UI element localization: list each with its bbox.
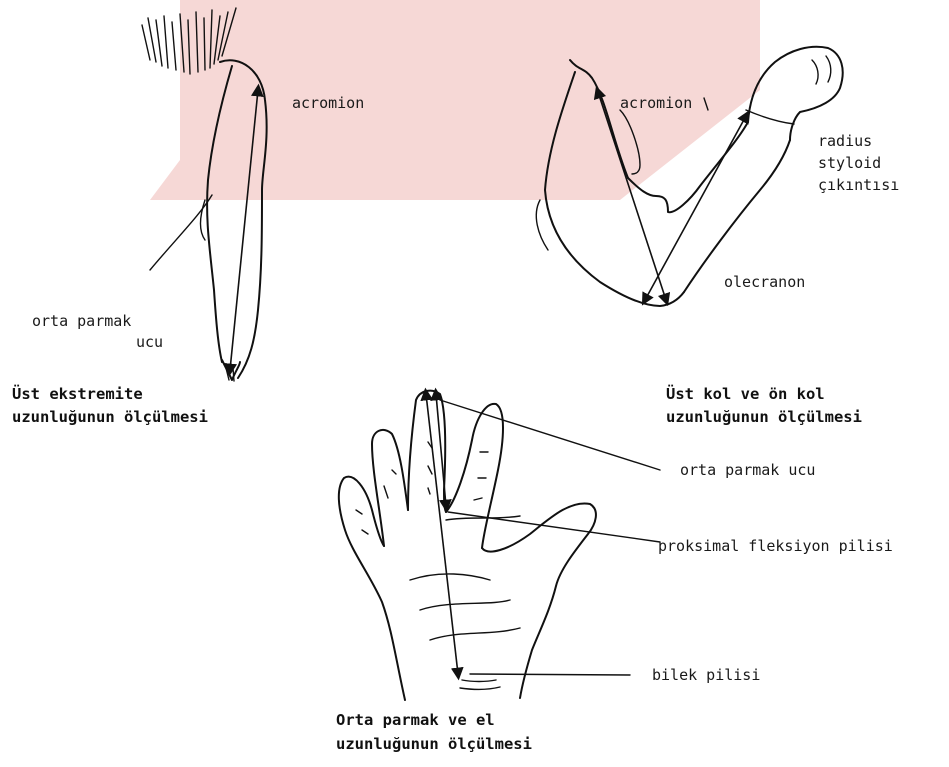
arm-forearm-caption-line2: uzunluğunun ölçülmesi bbox=[666, 408, 862, 426]
upper-extremity-fingertip-label-line2: ucu bbox=[136, 333, 163, 351]
arm-forearm-radius-label-line2: styloid bbox=[818, 154, 881, 172]
upper-extremity-fingertip-label-line1: orta parmak bbox=[32, 312, 131, 330]
upper-extremity-acromion-label: acromion bbox=[292, 94, 364, 112]
arm-forearm-olecranon-label: olecranon bbox=[724, 273, 805, 291]
arm-forearm-acromion-label: acromion bbox=[620, 94, 692, 112]
hand-caption-line2: uzunluğunun ölçülmesi bbox=[336, 735, 532, 753]
hand-drawing bbox=[339, 391, 660, 700]
hand-wrist-crease-label: bilek pilisi bbox=[652, 666, 760, 684]
arm-forearm-caption-line1: Üst kol ve ön kol bbox=[666, 384, 825, 403]
arm-forearm-radius-label-line1: radius bbox=[818, 132, 872, 150]
upper-extremity-caption-line2: uzunluğunun ölçülmesi bbox=[12, 408, 208, 426]
hand-caption-line1: Orta parmak ve el bbox=[336, 711, 495, 729]
upper-extremity-caption-line1: Üst ekstremite bbox=[12, 384, 143, 403]
arm-forearm-radius-label-line3: çıkıntısı bbox=[818, 176, 899, 194]
hand-flexion-crease-label: proksimal fleksiyon pilisi bbox=[658, 537, 893, 555]
hand-fingertip-label: orta parmak ucu bbox=[680, 461, 815, 479]
